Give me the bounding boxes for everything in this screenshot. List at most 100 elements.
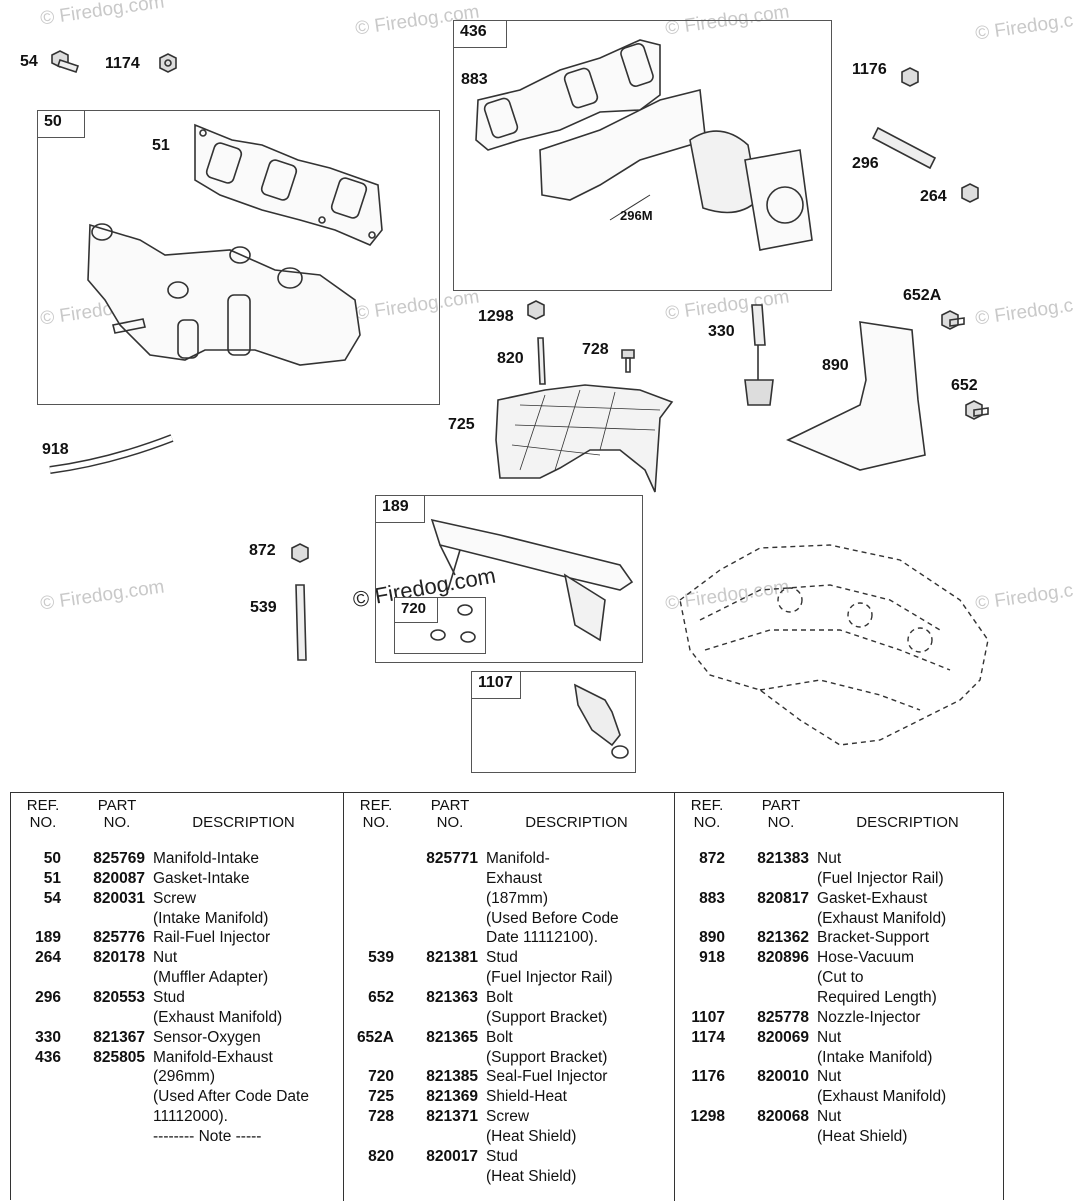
bolt-652a-icon: [941, 310, 965, 330]
gasket-intake-icon: [194, 123, 383, 246]
header-part: PART: [97, 797, 137, 814]
callout-652: 652: [951, 377, 978, 394]
description: (Muffler Adapter): [153, 969, 269, 987]
part-no: 820010: [757, 1068, 809, 1086]
callout-883: 883: [461, 71, 488, 88]
description: (Intake Manifold): [153, 909, 269, 927]
box-fuel-injector-rail: [375, 495, 643, 663]
part-no: 821365: [426, 1028, 478, 1046]
seal-icon: [460, 631, 476, 643]
ref-no: 883: [699, 889, 725, 907]
stud-539-icon: [295, 584, 307, 661]
description: (Fuel Injector Rail): [486, 969, 613, 987]
callout-918: 918: [42, 441, 69, 458]
tag-720: 720: [394, 597, 438, 623]
part-no: 821367: [93, 1028, 145, 1046]
description: Manifold-Exhaust: [153, 1048, 273, 1066]
header-ref: NO.: [362, 814, 390, 831]
description: Shield-Heat: [486, 1088, 567, 1106]
description: Nut: [817, 1028, 842, 1046]
part-no: 825776: [93, 929, 145, 947]
description: Bolt: [486, 988, 513, 1006]
description: Stud: [153, 988, 185, 1006]
ref-no: 539: [368, 949, 394, 967]
nut-264-icon: [961, 183, 979, 203]
support-bracket-icon: [786, 321, 926, 471]
description: Gasket-Intake: [153, 869, 250, 887]
parts-illustration: [49, 39, 989, 759]
ref-no: 189: [35, 929, 61, 947]
callout-872: 872: [249, 542, 276, 559]
description: (Used Before Code: [486, 909, 619, 927]
part-no: 821371: [426, 1108, 478, 1126]
description: (Exhaust Manifold): [153, 1008, 283, 1026]
ref-no: 50: [43, 850, 61, 867]
ref-no: 1298: [690, 1108, 725, 1126]
oxygen-sensor-icon: [744, 304, 774, 406]
header-part: NO.: [103, 814, 131, 831]
description: Nut: [153, 949, 178, 967]
description: Hose-Vacuum: [817, 949, 915, 967]
callout-820: 820: [497, 350, 524, 367]
parts-diagram: © Firedog.com © Firedog.com © Firedog.co…: [20, 0, 1073, 773]
screw-54-icon: [51, 50, 80, 74]
description: -------- Note -----: [153, 1127, 262, 1145]
engine-head-outline-icon: [679, 544, 989, 746]
description: Screw: [486, 1108, 530, 1126]
callout-296m: 296M: [620, 208, 653, 223]
part-no: 820178: [93, 949, 145, 967]
description: (Heat Shield): [817, 1127, 908, 1145]
callout-1298: 1298: [478, 308, 514, 325]
tag-189: 189: [375, 495, 425, 523]
box-exhaust-manifold: [453, 20, 832, 291]
header-ref: REF.: [26, 797, 60, 814]
header-ref: NO.: [693, 814, 721, 831]
box-intake-manifold: [37, 110, 440, 405]
ref-no: 652A: [356, 1028, 394, 1046]
callout-51: 51: [152, 137, 170, 154]
description: (Exhaust Manifold): [817, 909, 947, 927]
description: (Used After Code Date: [153, 1088, 309, 1106]
description: (296mm): [153, 1068, 216, 1086]
part-no: 821385: [426, 1068, 478, 1086]
description: Stud: [486, 949, 518, 967]
nut-1176-icon: [901, 67, 919, 87]
part-no: 820896: [757, 949, 809, 967]
ref-no: 436: [35, 1048, 61, 1066]
ref-no: 820: [368, 1147, 394, 1165]
tag-50: 50: [37, 110, 85, 138]
part-no: 820069: [757, 1028, 809, 1046]
description: Bracket-Support: [817, 929, 929, 947]
bolt-652-icon: [965, 400, 989, 420]
heat-shield-icon: [495, 384, 674, 493]
ref-no: 296: [35, 988, 61, 1006]
part-no: 820031: [93, 889, 145, 907]
ref-no: 1174: [691, 1028, 725, 1046]
ref-no: 54: [43, 889, 61, 907]
tag-436: 436: [453, 20, 507, 48]
description: Nut: [817, 850, 842, 867]
seal-icon: [457, 604, 473, 616]
box-injector-seals: [394, 597, 486, 654]
part-no: 820068: [757, 1108, 809, 1126]
description: (Cut to: [817, 969, 864, 987]
ref-no: 918: [699, 949, 725, 967]
ref-no: 872: [699, 850, 725, 867]
part-no: 821383: [757, 850, 809, 867]
description: Nozzle-Injector: [817, 1008, 921, 1026]
header-part: PART: [761, 797, 801, 814]
description: Exhaust: [486, 869, 543, 887]
callout-539: 539: [250, 599, 277, 616]
callout-264: 264: [920, 188, 947, 205]
fuel-injector-rail-icon: [430, 518, 634, 642]
intake-manifold-icon: [87, 223, 361, 366]
seal-icon: [430, 629, 446, 641]
stud-820-icon: [537, 337, 546, 385]
screw-728-icon: [621, 349, 635, 373]
header-part: NO.: [436, 814, 464, 831]
exhaust-manifold-icon: [539, 89, 813, 251]
description: Gasket-Exhaust: [817, 889, 928, 907]
